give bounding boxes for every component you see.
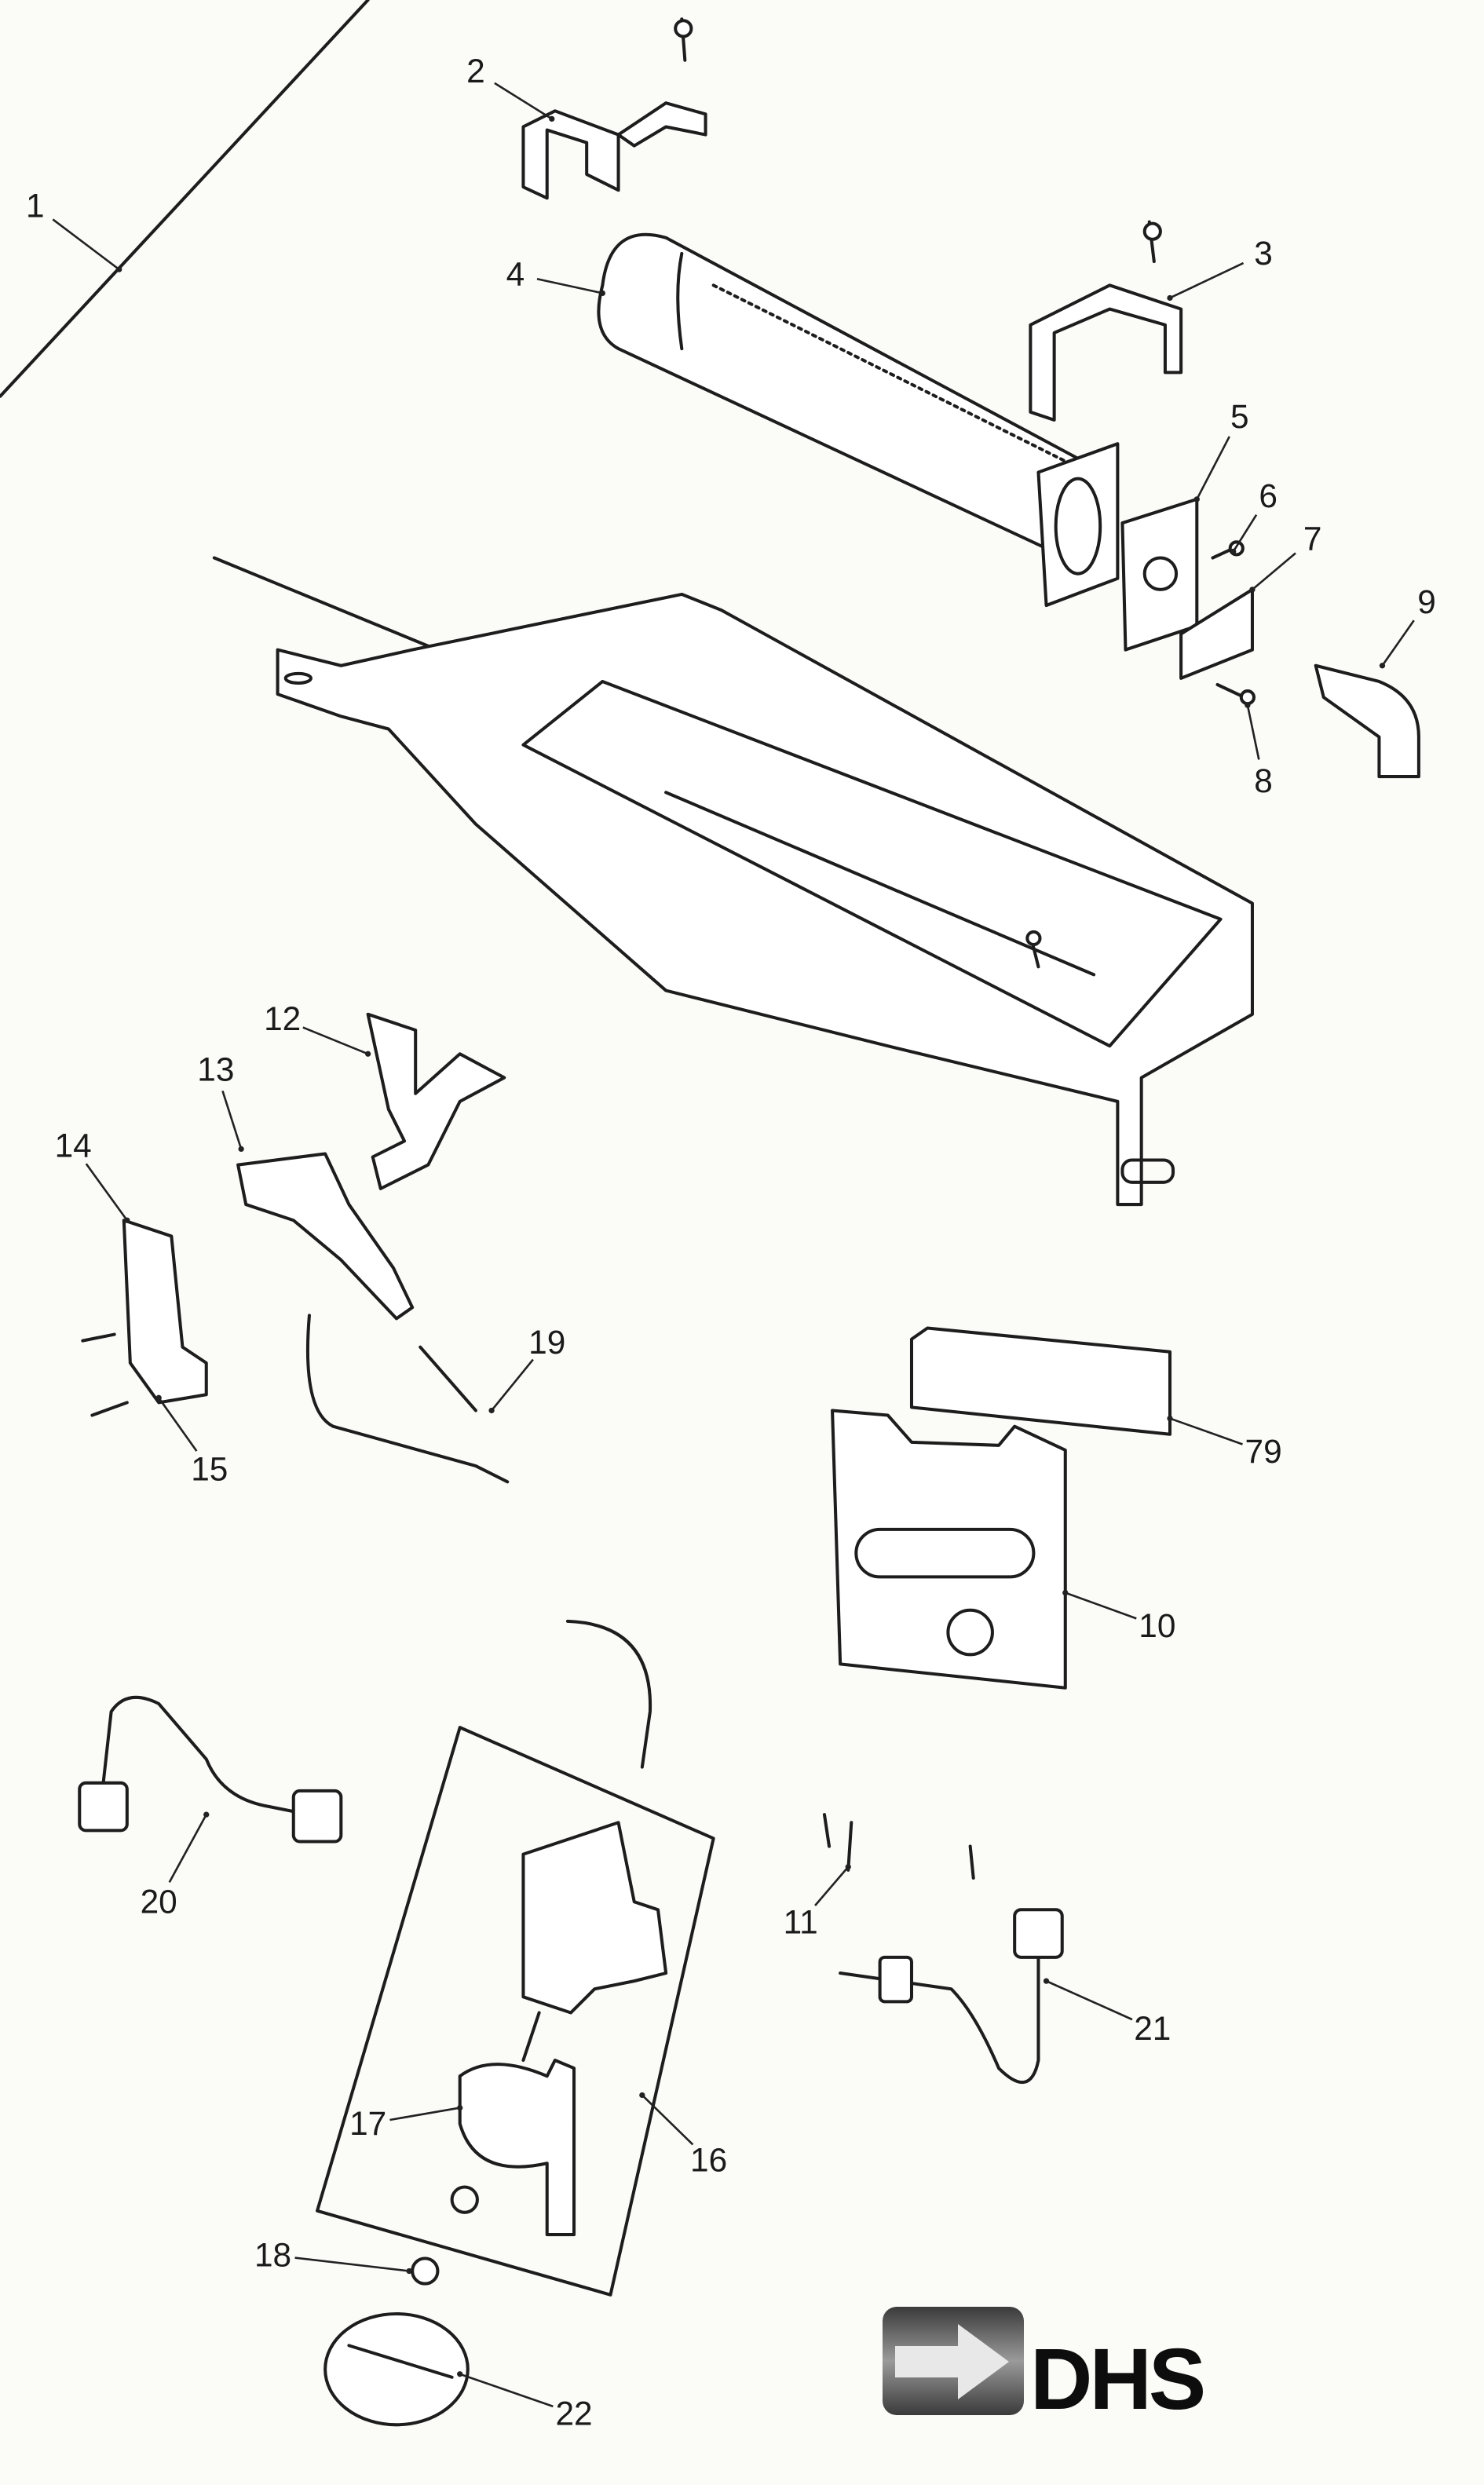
callout-label-3: 3 [1254,235,1273,272]
callout-label-1: 1 [26,188,45,225]
part-22-knob [323,2311,470,2427]
leader-dot-4 [599,290,606,297]
leader-line-11 [814,1866,850,1906]
leader-line-15 [158,1397,198,1452]
part-10-plate [831,1409,1067,1690]
part-7-bracket [1179,587,1254,680]
callout-label-15: 15 [191,1450,228,1487]
leader-line-20 [168,1814,207,1884]
part-79-cover [909,1326,1172,1436]
leader-dot-1 [116,266,122,272]
leader-line-8 [1246,704,1260,760]
leader-dot-3 [1167,294,1173,301]
part-13-pilot-assembly [236,1152,415,1321]
leader-line-16 [641,2094,694,2146]
callout-label-8: 8 [1254,762,1273,799]
part-1-line [0,0,370,398]
callout-label-13: 13 [197,1051,234,1088]
arrow-right-icon [895,2324,1009,2399]
part-5-gasket [1120,497,1199,652]
callout-label-21: 21 [1134,2010,1171,2047]
leader-dot-2 [549,115,555,122]
part-17-knob-stop [458,2059,576,2237]
part-21-tube [839,1947,1040,2084]
leader-dot-20 [203,1811,210,1818]
leader-dot-13 [238,1146,244,1153]
leader-dot-22 [457,2371,463,2377]
part-3-bracket [1029,220,1183,422]
leader-dot-6 [1230,548,1237,555]
callout-label-17: 17 [349,2105,386,2142]
leader-line-21 [1046,1979,1133,2021]
leader-line-22 [459,2373,554,2408]
dhs-logo: DHS [883,2307,1207,2422]
burner-tray [212,556,1254,1207]
part-16-valve-frame [316,1726,715,2297]
leader-line-4 [536,277,603,294]
callout-label-4: 4 [506,255,525,292]
callout-label-14: 14 [55,1127,92,1164]
leader-line-10 [1065,1591,1137,1620]
leader-dot-9 [1379,663,1386,669]
callout-label-19: 19 [528,1324,565,1361]
leader-dot-12 [365,1051,371,1057]
part-2-bracket [521,17,707,200]
leader-line-79 [1169,1417,1243,1445]
leader-dot-16 [639,2092,645,2099]
part-15-screw [90,1401,129,1417]
callout-label-79: 79 [1245,1433,1282,1470]
leader-line-7 [1252,552,1296,590]
part-14-screw [81,1332,116,1343]
part-11-screws [822,1813,975,1880]
leader-dot-11 [845,1864,851,1870]
leader-dot-7 [1249,587,1256,593]
leader-line-2 [494,82,553,120]
leader-line-17 [389,2107,460,2121]
callout-label-22: 22 [555,2395,592,2432]
part-12-bracket [366,1012,506,1190]
leader-line-1 [52,218,120,271]
callout-label-6: 6 [1259,477,1277,514]
leader-dot-15 [155,1394,162,1401]
part-14-bracket [122,1219,208,1405]
leader-line-13 [221,1090,243,1149]
part-9-elbow [1314,663,1420,779]
part-19-pilot-tube [305,1314,510,1484]
leader-dot-5 [1193,496,1200,502]
leader-line-3 [1169,261,1245,299]
leader-dot-17 [457,2104,463,2111]
leader-dot-79 [1167,1415,1173,1422]
leader-dot-18 [406,2268,412,2275]
callout-label-2: 2 [466,53,485,90]
leader-dot-21 [1043,1978,1050,1984]
callout-label-10: 10 [1139,1607,1175,1644]
callout-label-16: 16 [690,2141,727,2178]
callout-label-18: 18 [254,2236,291,2273]
callout-label-5: 5 [1230,398,1249,435]
leader-line-9 [1381,619,1415,667]
leader-line-14 [85,1163,128,1222]
leader-line-18 [294,2257,410,2272]
callout-label-20: 20 [141,1883,177,1920]
thermocouple-lead [565,1619,652,1769]
leader-line-6 [1232,514,1258,553]
callout-label-12: 12 [264,1000,301,1037]
part-20-tube [101,1695,311,1817]
part-18-ring [411,2257,440,2286]
callout-label-9: 9 [1417,583,1436,620]
leader-dot-14 [124,1217,130,1223]
callout-label-7: 7 [1303,520,1322,557]
part-16-valve [521,1821,668,2015]
leader-line-5 [1196,436,1230,500]
part-4-burner-tube [597,232,1120,608]
logo-text: DHS [1030,2331,1204,2422]
leader-line-19 [491,1358,534,1412]
leader-dot-19 [488,1407,495,1414]
callout-label-11: 11 [784,1904,818,1941]
leader-line-12 [302,1026,369,1055]
leader-dot-10 [1062,1589,1069,1596]
part-8-screw [1215,682,1246,700]
leader-dot-8 [1245,702,1251,708]
